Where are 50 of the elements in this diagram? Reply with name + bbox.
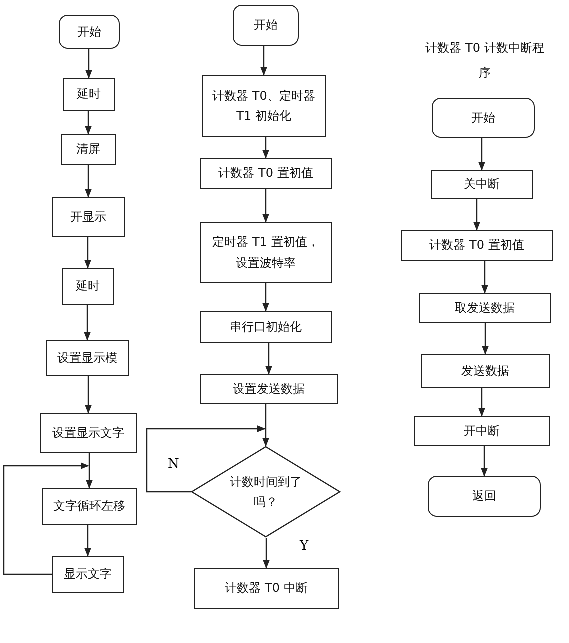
process-box: 设置显示模 [46, 340, 129, 376]
arrow [478, 138, 486, 171]
terminal-box: 开始 [233, 5, 299, 46]
process-box: 开中断 [414, 416, 550, 446]
arrow [84, 525, 92, 557]
process-box: 计数器 T0 置初值 [401, 230, 553, 261]
process-box: 延时 [62, 268, 114, 305]
decision-diamond: 计数时间到了吗？ [191, 446, 341, 538]
edge-label: Y [298, 540, 311, 553]
arrow [481, 446, 488, 477]
arrow [85, 165, 92, 198]
process-box: 文字循环左移 [42, 488, 137, 525]
terminal-box: 开始 [432, 98, 535, 138]
arrow [85, 111, 92, 135]
arrow [85, 376, 92, 414]
arrow [482, 261, 488, 294]
terminal-box: 返回 [428, 476, 541, 517]
heading-label: 计数器 T0 计数中断程序 [424, 40, 546, 82]
arrow [478, 388, 486, 417]
process-box: 开显示 [52, 197, 125, 237]
process-box: 发送数据 [421, 354, 550, 388]
process-box: 串行口初始化 [200, 311, 332, 343]
terminal-box: 开始 [59, 15, 120, 49]
process-box: 设置显示文字 [40, 413, 137, 453]
process-box: 计数器 T0、定时器 T1 初始化 [202, 75, 326, 137]
process-box: 取发送数据 [419, 293, 551, 323]
process-box: 计数器 T0 置初值 [200, 158, 332, 189]
arrow [262, 137, 270, 159]
process-box: 定时器 T1 置初值，设置波特率 [200, 222, 332, 283]
arrow [84, 237, 92, 269]
arrow [260, 46, 268, 76]
arrow [262, 189, 270, 223]
arrow [474, 199, 480, 231]
arrow [262, 283, 270, 312]
arrow [266, 343, 272, 375]
arrow [3, 462, 90, 576]
process-box: 计数器 T0 中断 [194, 568, 339, 609]
process-box: 延时 [63, 78, 115, 111]
arrow [482, 323, 489, 355]
edge-label: N [166, 458, 182, 471]
arrow [86, 453, 93, 489]
arrow [146, 426, 266, 493]
arrow [84, 305, 91, 341]
arrow [262, 404, 270, 447]
process-box: 关中断 [431, 170, 533, 199]
process-box: 清屏 [61, 134, 116, 165]
process-box: 设置发送数据 [200, 374, 338, 404]
arrow [263, 538, 270, 569]
process-box: 显示文字 [52, 556, 124, 593]
arrow [86, 49, 92, 79]
